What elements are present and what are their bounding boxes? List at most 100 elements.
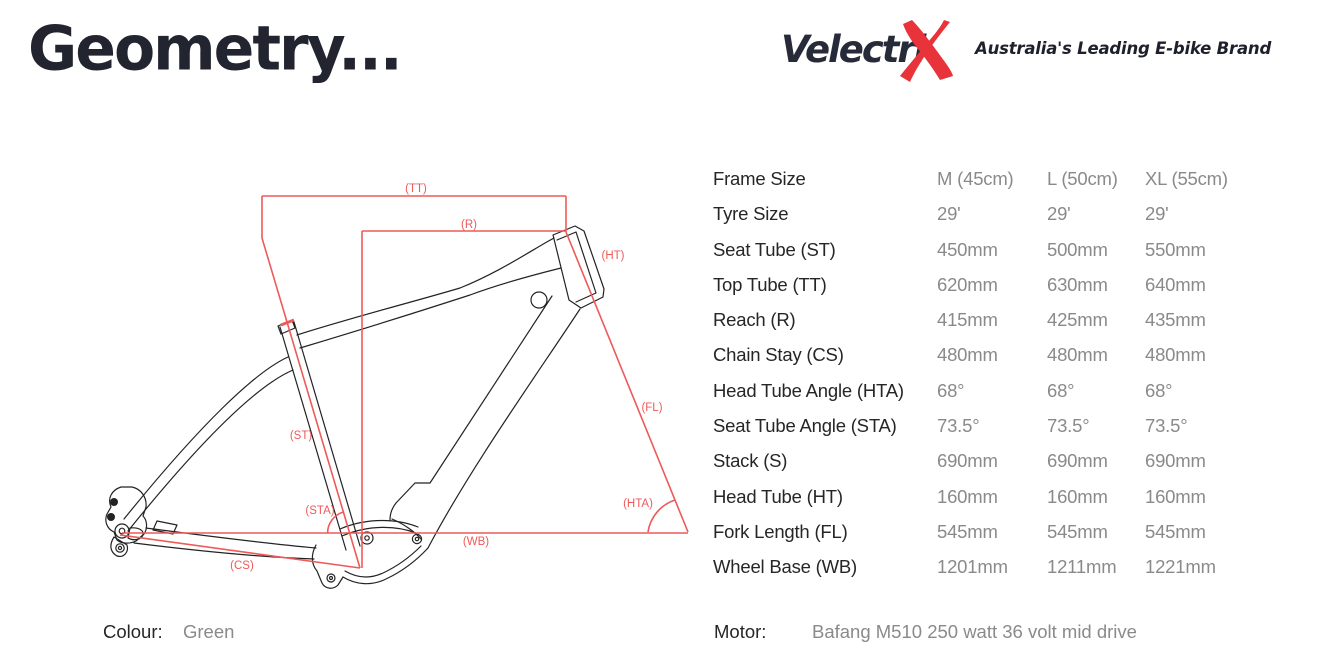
cell-xl: 68° — [1145, 379, 1173, 401]
row-label: Tyre Size — [713, 203, 789, 225]
seat-angle-arc — [326, 511, 344, 534]
motor-value: Bafang M510 250 watt 36 volt mid drive — [812, 621, 1137, 642]
row-label: Chain Stay (CS) — [713, 344, 844, 366]
dropout-bolt — [107, 513, 115, 521]
row-label: Stack (S) — [713, 450, 788, 472]
table-row: Stack (S) 690mm 690mm 690mm — [713, 443, 1293, 478]
cell-xl: 480mm — [1145, 344, 1206, 366]
cell-m: 29' — [937, 203, 961, 225]
cell-l: 425mm — [1047, 309, 1108, 331]
row-label: Wheel Base (WB) — [713, 556, 858, 578]
cell-xl: 73.5° — [1145, 415, 1188, 437]
row-label: Head Tube Angle (HTA) — [713, 379, 904, 401]
table-row: Frame Size M (45cm) L (50cm) XL (55cm) — [713, 161, 1293, 196]
cable-port-hole — [530, 291, 548, 309]
cell-l: 73.5° — [1047, 415, 1090, 437]
table-row: Head Tube Angle (HTA) 68° 68° 68° — [713, 373, 1293, 408]
cell-m: 415mm — [937, 309, 998, 331]
motor-bolt — [360, 531, 374, 545]
label-tt: (TT) — [405, 183, 427, 195]
motor-bolt — [411, 533, 423, 545]
page-title: Geometry... — [28, 13, 403, 85]
row-label: Reach (R) — [713, 309, 796, 331]
cell-xl: XL (55cm) — [1145, 168, 1228, 189]
row-label: Head Tube (HT) — [713, 485, 843, 507]
mount-bolt — [326, 573, 336, 583]
cell-m: M (45cm) — [937, 168, 1014, 189]
cell-l: 29' — [1047, 203, 1071, 225]
label-r: (R) — [461, 219, 477, 231]
label-hta: (HTA) — [623, 498, 653, 510]
table-row: Fork Length (FL) 545mm 545mm 545mm — [713, 514, 1293, 549]
brand-tagline: Australia's Leading E-bike Brand — [975, 39, 1272, 58]
label-ht: (HT) — [602, 250, 625, 262]
label-st: (ST) — [290, 430, 313, 442]
cell-l: 1211mm — [1047, 556, 1117, 578]
table-row: Reach (R) 415mm 425mm 435mm — [713, 302, 1293, 337]
row-label: Seat Tube Angle (STA) — [713, 415, 897, 437]
cell-l: 545mm — [1047, 520, 1108, 542]
cell-xl: 640mm — [1145, 273, 1206, 295]
cell-l: 480mm — [1047, 344, 1108, 366]
geometry-spec-table: Frame Size M (45cm) L (50cm) XL (55cm) Tyre… — [713, 161, 1293, 585]
head-tube — [552, 225, 605, 309]
table-row: Chain Stay (CS) 480mm 480mm 480mm — [713, 337, 1293, 372]
cell-xl: 29' — [1145, 203, 1169, 225]
cell-xl: 435mm — [1145, 309, 1206, 331]
seat-tube-measure — [286, 321, 361, 569]
cell-m: 620mm — [937, 273, 998, 295]
cell-m: 68° — [937, 379, 965, 401]
measurement-lines — [119, 195, 689, 569]
dropout-bolt — [110, 498, 118, 506]
cell-l: 690mm — [1047, 450, 1108, 472]
brand-wordmark: Velectri — [781, 28, 926, 71]
colour-label: Colour: — [103, 621, 163, 642]
kickstand-plate — [152, 520, 178, 535]
table-row: Seat Tube Angle (STA) 73.5° 73.5° 73.5° — [713, 408, 1293, 443]
chain-stay-measure — [119, 534, 361, 569]
measurement-labels: (TT) (R) (HT) (FL) (HTA) (WB) (CS) (ST) … — [230, 183, 663, 572]
bike-frame-drawing — [105, 225, 605, 589]
row-label: Frame Size — [713, 168, 806, 189]
cell-m: 545mm — [937, 520, 998, 542]
row-label: Fork Length (FL) — [713, 520, 848, 542]
cell-xl: 545mm — [1145, 520, 1206, 542]
row-label: Top Tube (TT) — [713, 273, 827, 295]
label-sta: (STA) — [305, 505, 334, 517]
frame-geometry-diagram: (TT) (R) (HT) (FL) (HTA) (WB) (CS) (ST) … — [105, 183, 689, 589]
label-cs: (CS) — [230, 560, 254, 572]
seat-axis-measure — [261, 196, 288, 323]
cell-xl: 160mm — [1145, 485, 1206, 507]
cell-m: 73.5° — [937, 415, 980, 437]
rear-dropout — [105, 486, 178, 557]
axle-lever — [127, 527, 144, 541]
label-wb: (WB) — [463, 536, 489, 548]
cell-xl: 690mm — [1145, 450, 1206, 472]
cell-m: 690mm — [937, 450, 998, 472]
cell-m: 450mm — [937, 238, 998, 260]
table-row: Head Tube (HT) 160mm 160mm 160mm — [713, 479, 1293, 514]
label-fl: (FL) — [641, 402, 662, 414]
cell-m: 160mm — [937, 485, 998, 507]
motor-label: Motor: — [714, 621, 767, 642]
head-angle-arc — [647, 499, 676, 533]
cell-xl: 550mm — [1145, 238, 1206, 260]
cell-l: 500mm — [1047, 238, 1108, 260]
cell-l: 68° — [1047, 379, 1075, 401]
seat-stays — [123, 356, 294, 532]
fork-length-measure — [565, 231, 689, 533]
cell-m: 1201mm — [937, 556, 1008, 578]
cell-l: L (50cm) — [1047, 168, 1118, 189]
table-row: Top Tube (TT) 620mm 630mm 640mm — [713, 267, 1293, 302]
derailleur-hanger — [110, 536, 129, 557]
down-tube — [389, 291, 581, 549]
cell-m: 480mm — [937, 344, 998, 366]
top-tube — [296, 237, 562, 349]
cell-l: 630mm — [1047, 273, 1108, 295]
mid-drive-motor — [311, 518, 429, 589]
colour-value: Green — [183, 621, 235, 642]
cell-l: 160mm — [1047, 485, 1108, 507]
